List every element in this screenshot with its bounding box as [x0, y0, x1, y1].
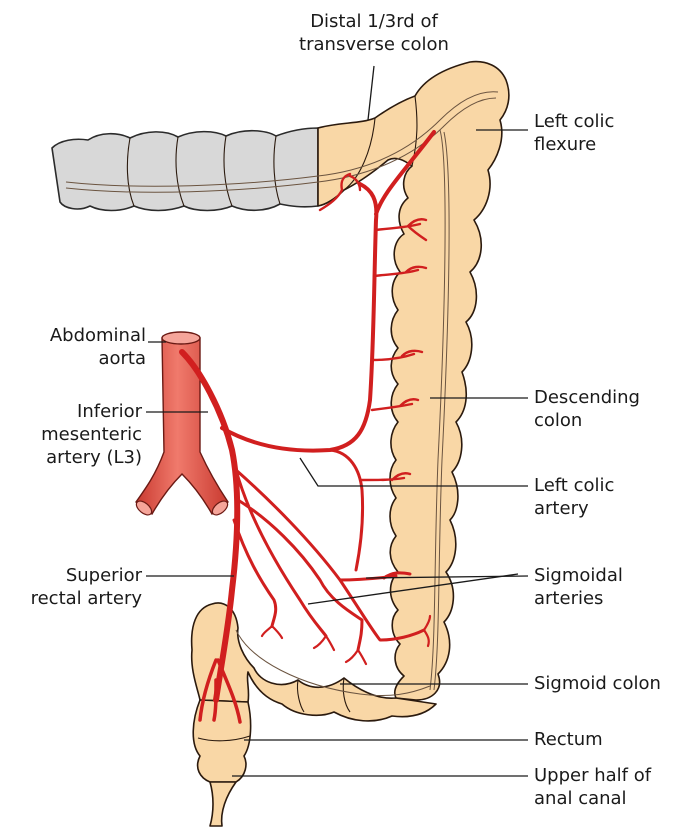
label-inferior-mesenteric-artery: Inferior mesenteric artery (L3) [0, 400, 142, 469]
label-abdominal-aorta: Abdominal aorta [0, 324, 146, 370]
label-sigmoid-colon: Sigmoid colon [534, 672, 661, 695]
label-anal-canal: Upper half of anal canal [534, 764, 651, 810]
label-left-colic-flexure: Left colic flexure [534, 110, 614, 156]
anal-canal [210, 782, 236, 826]
label-descending-colon: Descending colon [534, 386, 640, 432]
label-rectum: Rectum [534, 728, 603, 751]
aorta-cut-end [162, 332, 200, 344]
label-left-colic-artery: Left colic artery [534, 474, 614, 520]
leader-distal-transverse [368, 66, 374, 120]
label-superior-rectal-artery: Superior rectal artery [0, 564, 142, 610]
label-sigmoidal-arteries: Sigmoidal arteries [534, 564, 623, 610]
left-colic-descending-branch [330, 450, 363, 570]
label-distal-transverse-colon: Distal 1/3rd of transverse colon [288, 10, 460, 56]
abdominal-aorta [136, 338, 228, 514]
